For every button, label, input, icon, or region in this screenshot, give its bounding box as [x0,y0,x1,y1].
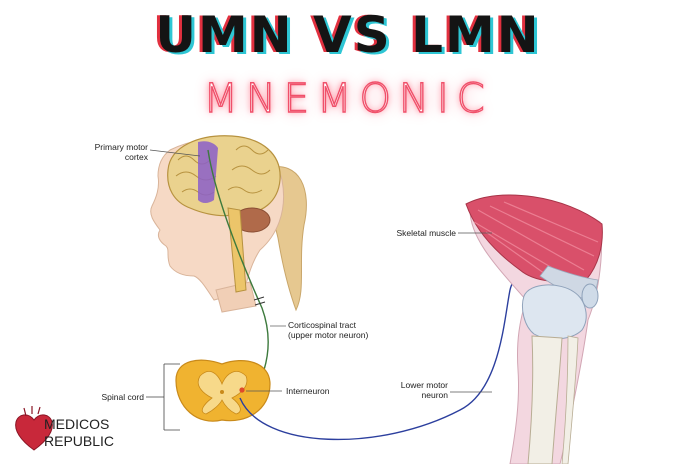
label-interneuron: Interneuron [286,386,330,396]
axon-break-mark [253,296,266,306]
label-lower-motor-neuron: Lower motor neuron [380,380,448,400]
label-skeletal-muscle: Skeletal muscle [396,228,456,238]
brand-wordmark: MEDICOS REPUBLIC [44,416,114,450]
label-primary-motor-cortex: Primary motor cortex [94,142,148,162]
fibula [561,335,579,464]
muscle-fibers [473,201,599,277]
label-corticospinal-tract: Corticospinal tract (upper motor neuron) [288,320,398,340]
leader-line-motor-cortex [149,149,201,157]
interneuron-cell [239,387,245,393]
patella [581,283,599,309]
brand-line1: MEDICOS [44,416,110,432]
brain [167,135,281,217]
lower-motor-neuron-path [239,267,549,441]
label-corticospinal-tract-line2: (upper motor neuron) [288,330,369,340]
brand-line2: REPUBLIC [44,433,115,449]
label-lower-motor-neuron-line2: neuron [421,390,448,400]
spinal-cord-cross-section [175,359,271,422]
tibia [527,335,563,464]
label-corticospinal-tract-line1: Corticospinal tract [288,320,357,330]
label-spinal-cord: Spinal cord [101,392,144,402]
page-subtitle: MNEMONIC [203,75,493,122]
heart-logo-icon [15,406,53,451]
primary-motor-cortex-strip [198,141,218,203]
page-title: UMN VS LMN [155,6,541,64]
label-lower-motor-neuron-line1: Lower motor [400,380,448,390]
spinal-cord-bracket [146,363,180,431]
knee-joint [521,284,587,340]
